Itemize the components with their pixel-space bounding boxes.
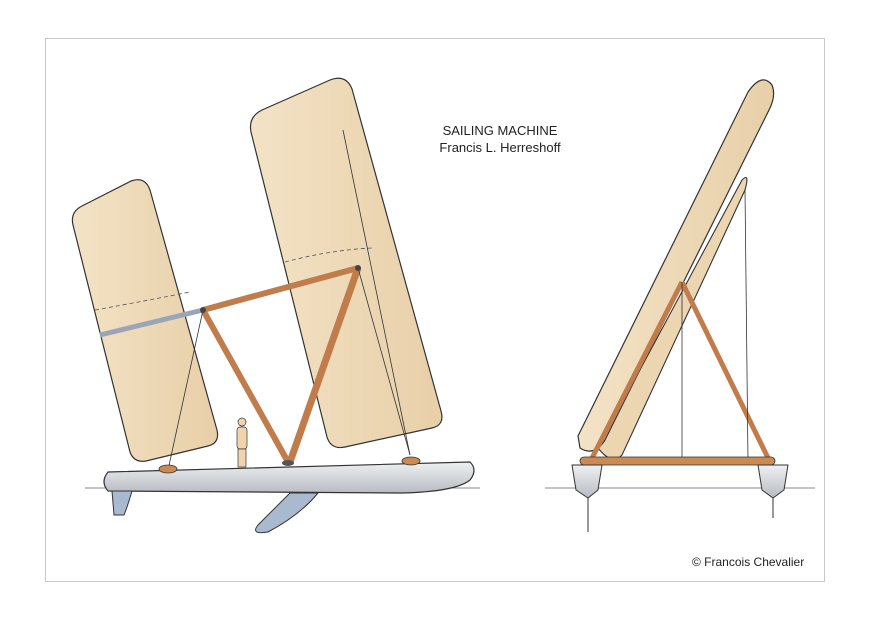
main-sail [249, 77, 443, 449]
left-hull [571, 464, 603, 499]
hull [103, 461, 475, 494]
top-spar [202, 265, 359, 313]
fore-boom [99, 307, 204, 338]
aft-strut [286, 266, 362, 464]
right-hull [757, 464, 789, 499]
human-figure [236, 417, 248, 468]
rear-sail-edge [597, 177, 748, 460]
drawing-title: SAILING MACHINE Francis L. Herreshoff [420, 122, 580, 156]
cross-beam [579, 456, 776, 466]
keel [255, 492, 320, 534]
fore-strut [200, 308, 291, 464]
side-view [71, 77, 480, 534]
front-sail-edge [577, 79, 775, 452]
fore-sail [71, 179, 219, 462]
front-view [545, 79, 815, 532]
title-line-2: Francis L. Herreshoff [439, 140, 561, 155]
title-line-1: SAILING MACHINE [442, 123, 558, 138]
drawing-frame [45, 38, 825, 582]
rudder [111, 490, 133, 516]
copyright-credit: © Francois Chevalier [692, 555, 805, 569]
